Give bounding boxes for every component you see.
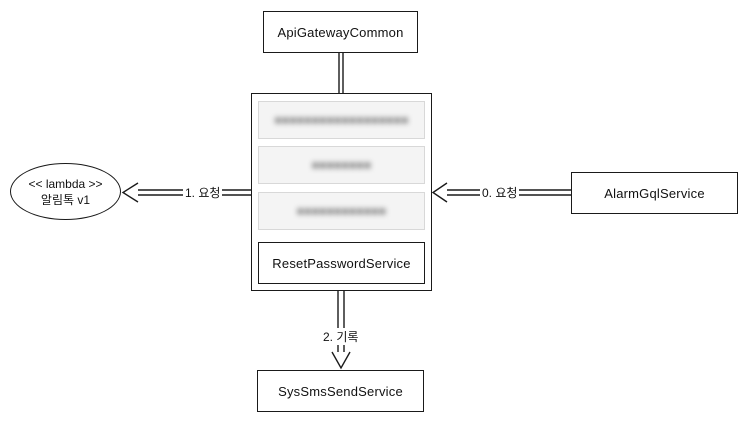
service-container-node: ■■■■■■■■■■■■■■■■■■ ■■■■■■■■ ■■■■■■■■■■■■…	[251, 93, 432, 291]
alarm-gql-node: AlarmGqlService	[571, 172, 738, 214]
edge-label-request-0: 0. 요청	[480, 184, 520, 201]
redacted-row-1: ■■■■■■■■■■■■■■■■■■	[258, 101, 425, 139]
lambda-node: << lambda >> 알림톡 v1	[10, 163, 121, 220]
edge-label-request-1: 1. 요청	[183, 184, 223, 201]
redacted-text-3: ■■■■■■■■■■■■	[296, 204, 387, 218]
sys-sms-label: SysSmsSendService	[278, 383, 403, 399]
redacted-row-3: ■■■■■■■■■■■■	[258, 192, 425, 230]
alarm-gql-label: AlarmGqlService	[604, 185, 705, 201]
edge-label-record-2: 2. 기록	[321, 328, 361, 345]
api-gateway-label: ApiGatewayCommon	[277, 24, 404, 40]
edge-api-to-container	[338, 53, 344, 93]
redacted-row-2: ■■■■■■■■	[258, 146, 425, 184]
sys-sms-node: SysSmsSendService	[257, 370, 424, 412]
redacted-text-2: ■■■■■■■■	[311, 158, 372, 172]
lambda-name: 알림톡 v1	[40, 192, 91, 207]
lambda-stereotype: << lambda >>	[28, 176, 103, 191]
reset-password-node: ResetPasswordService	[258, 242, 425, 284]
redacted-text-1: ■■■■■■■■■■■■■■■■■■	[274, 113, 409, 127]
api-gateway-node: ApiGatewayCommon	[263, 11, 418, 53]
reset-password-label: ResetPasswordService	[272, 255, 411, 271]
